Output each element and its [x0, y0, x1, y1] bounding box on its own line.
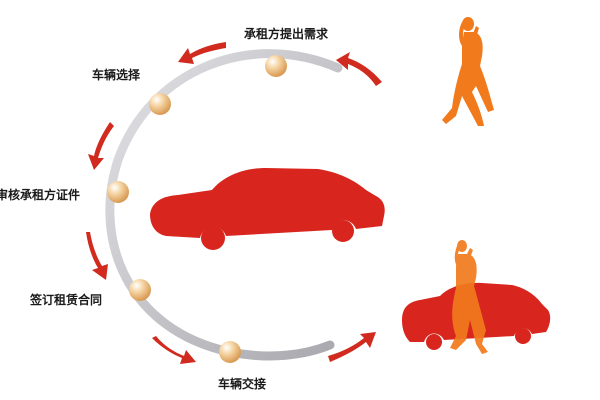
step-label-5: 车辆交接 — [218, 377, 267, 391]
woman-phone-figure-icon — [442, 17, 494, 126]
small-car-wheel-front-icon — [515, 328, 531, 344]
step-node-1 — [265, 55, 287, 77]
process-arc — [105, 49, 343, 361]
car-wheel-front-icon — [332, 220, 354, 242]
car-wheel-rear-icon — [201, 226, 225, 250]
flow-arrows — [86, 42, 382, 364]
step-label-2: 车辆选择 — [92, 68, 141, 82]
step-label-1: 承租方提出需求 — [244, 27, 329, 41]
arrow-step-3-to-4 — [86, 232, 108, 280]
step-node-3 — [107, 181, 129, 203]
arrow-step-2-to-3 — [88, 122, 114, 170]
step-label-3: 审核承租方证件 — [0, 188, 81, 202]
car-silhouette-icon — [150, 168, 385, 238]
step-label-4: 签订租赁合同 — [30, 293, 103, 307]
small-car-wheel-rear-icon — [426, 334, 442, 350]
arrow-into-step-1 — [336, 52, 382, 86]
arrow-step-4-to-5 — [152, 336, 196, 364]
arrow-step-1-to-2 — [178, 42, 226, 64]
arrow-exit-to-handover — [328, 332, 376, 362]
step-node-5 — [219, 341, 241, 363]
step-node-2 — [149, 93, 171, 115]
step-node-4 — [129, 279, 151, 301]
woman-phone-figure-icon-2 — [450, 240, 488, 354]
